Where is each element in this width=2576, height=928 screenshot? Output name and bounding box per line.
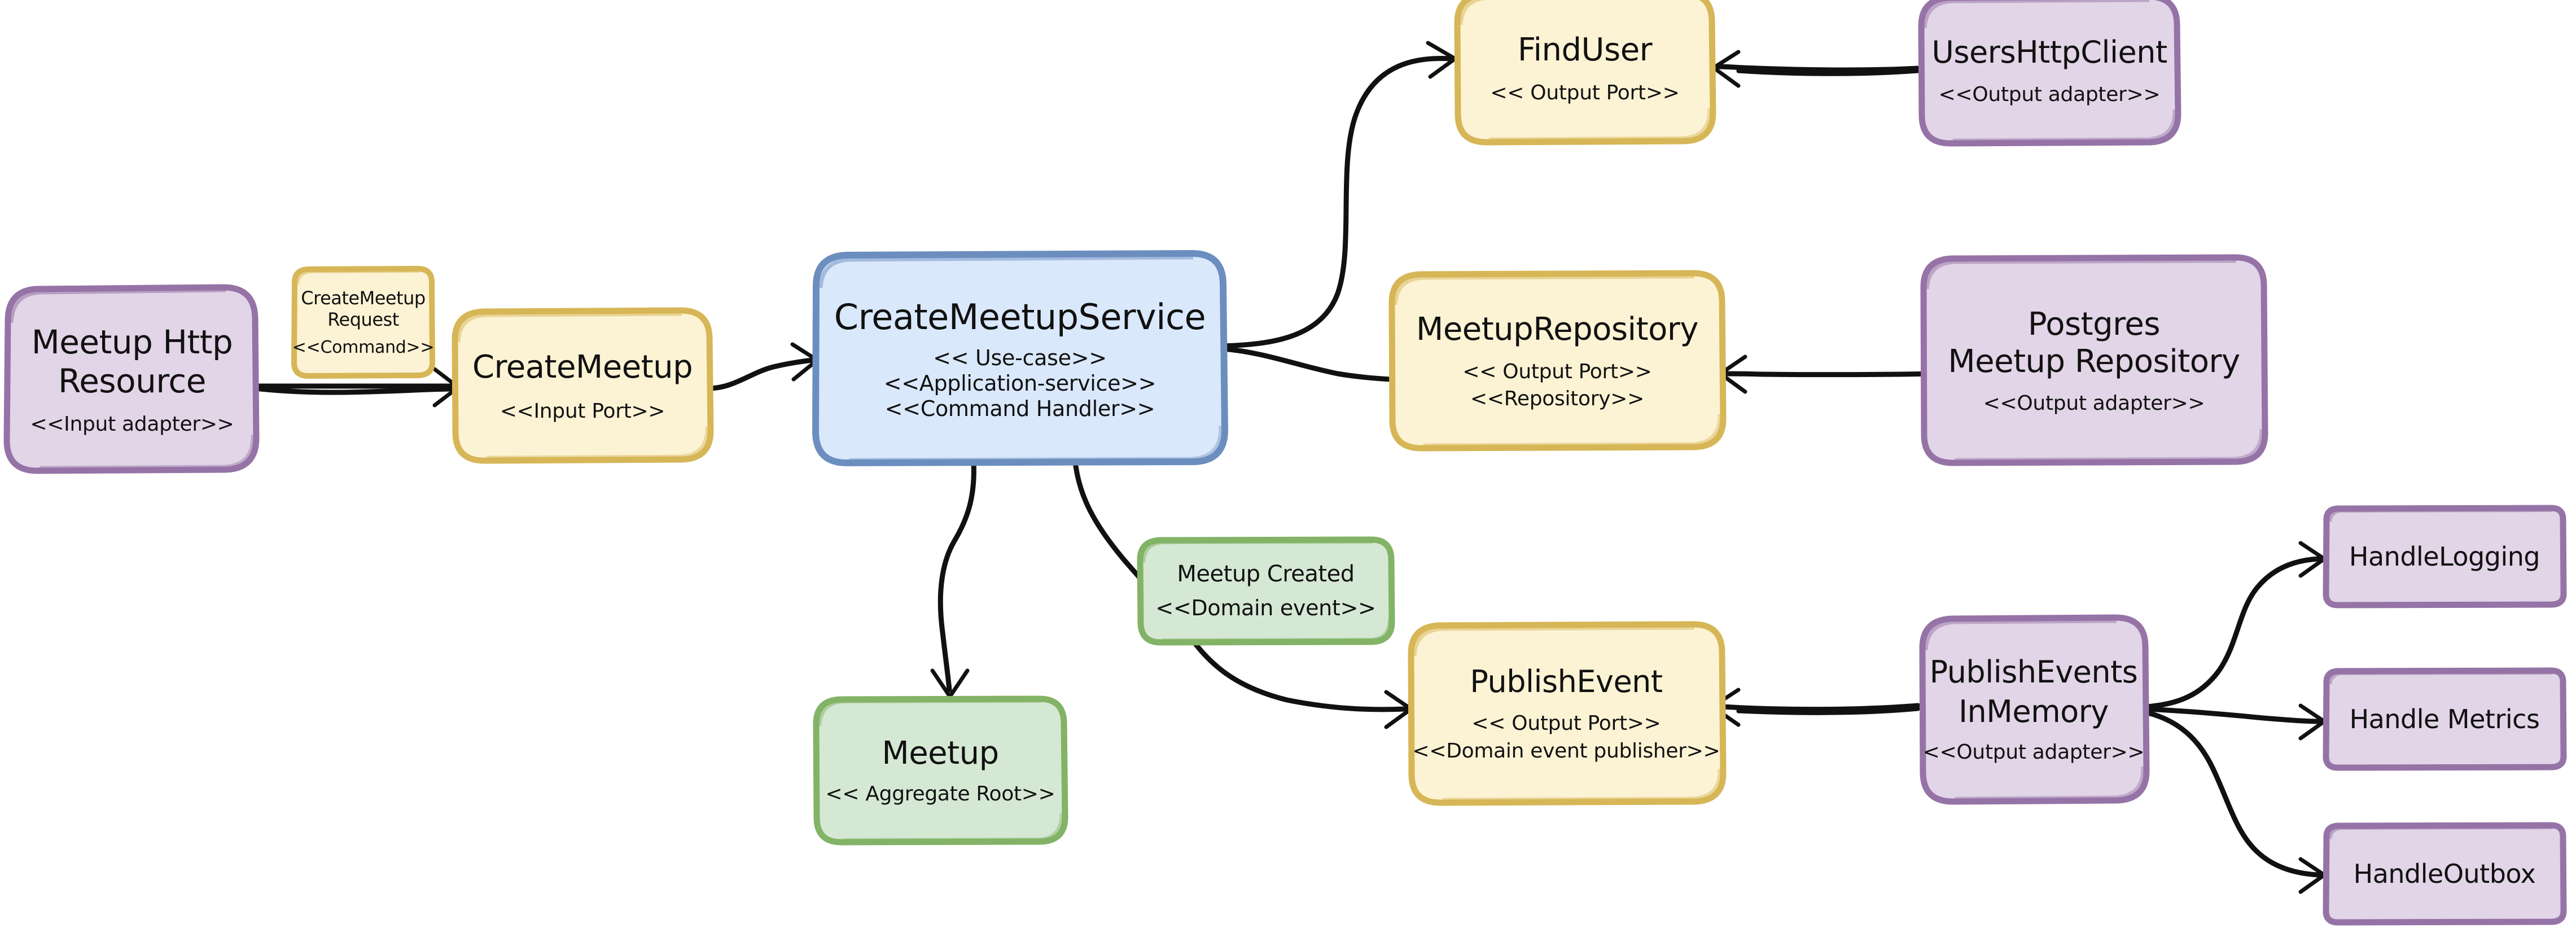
node-shape-publish-event[interactable] (1408, 621, 1727, 806)
node-shape-publish-events-in-memory[interactable] (1919, 614, 2150, 805)
node-shape-create-meetup-service[interactable] (812, 250, 1228, 466)
node-shape-meetup-created[interactable] (1137, 536, 1395, 646)
node-shape-meetup-http-resource[interactable] (3, 284, 260, 474)
node-shape-users-http-client[interactable] (1918, 0, 2181, 147)
node-shape-meetup-repository[interactable] (1388, 270, 1727, 452)
node-shape-handle-metrics[interactable] (2323, 667, 2567, 771)
node-shape-handle-logging[interactable] (2323, 505, 2567, 609)
node-shape-find-user[interactable] (1454, 0, 1716, 146)
node-shape-create-meetup[interactable] (452, 307, 714, 464)
node-shape-create-meetup-request[interactable] (291, 266, 435, 379)
node-shape-postgres-meetup-repository[interactable] (1920, 254, 2268, 466)
node-shape-meetup-aggregate-root[interactable] (813, 695, 1068, 846)
node-shape-handle-outbox[interactable] (2323, 822, 2567, 926)
